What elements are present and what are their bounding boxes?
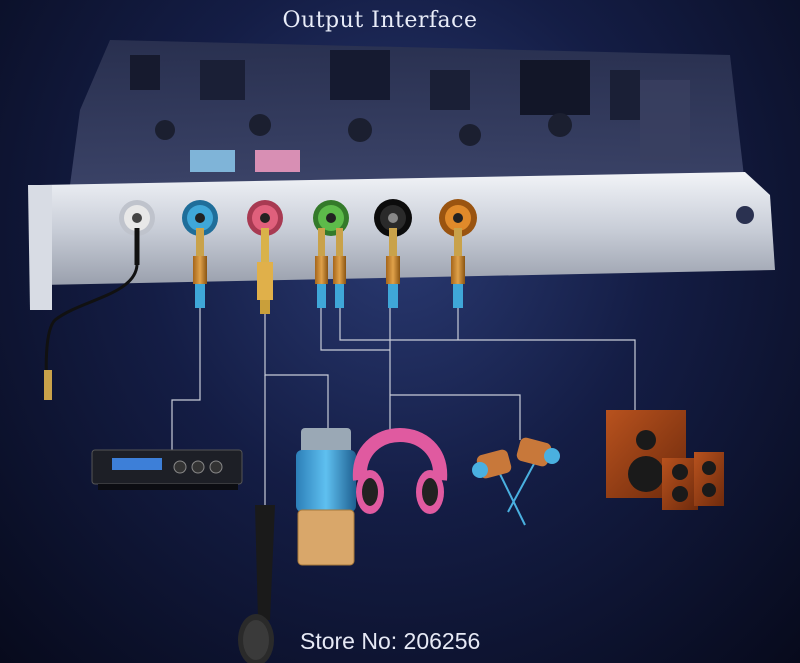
port-green <box>313 200 349 236</box>
condenser-microphone <box>296 428 356 566</box>
handheld-microphone <box>238 505 275 663</box>
port-black <box>374 199 412 237</box>
port-blue <box>182 200 218 236</box>
connector-wires <box>171 308 636 510</box>
metal-bracket <box>28 172 775 310</box>
port-white <box>119 200 155 236</box>
circuit-board <box>70 40 745 185</box>
earbuds <box>472 437 560 526</box>
speaker-system <box>606 410 724 510</box>
headphones <box>352 428 448 514</box>
store-label: Store No: 206256 <box>300 628 481 654</box>
page-title: Output Interface <box>282 8 478 33</box>
audio-ports <box>119 199 477 237</box>
amplifier-device <box>91 449 243 490</box>
audio-plugs <box>44 228 465 400</box>
port-pink <box>247 200 283 236</box>
port-orange <box>439 199 477 237</box>
